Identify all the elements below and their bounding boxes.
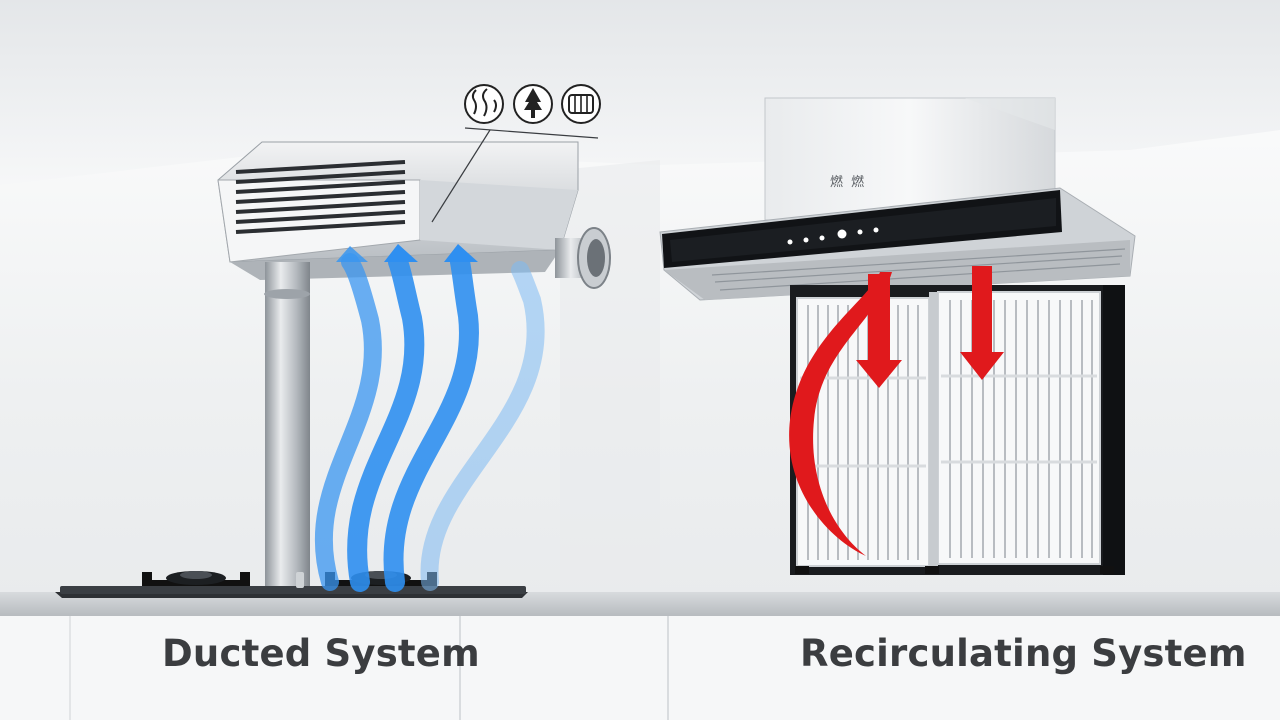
- filter-panel-right: [938, 292, 1100, 564]
- filter-icon: [562, 85, 600, 123]
- recirculating-system-label: Recirculating System: [800, 632, 1247, 675]
- vertical-duct-pipe: [264, 262, 310, 592]
- filter-panel-left: [797, 298, 929, 566]
- tree-icon: [514, 85, 552, 123]
- hood-panel-text: 燃 燃: [830, 174, 866, 190]
- wall-corner-shade: [560, 160, 660, 610]
- ducted-system-label: Ducted System: [162, 632, 480, 675]
- smoke-icon: [465, 85, 503, 123]
